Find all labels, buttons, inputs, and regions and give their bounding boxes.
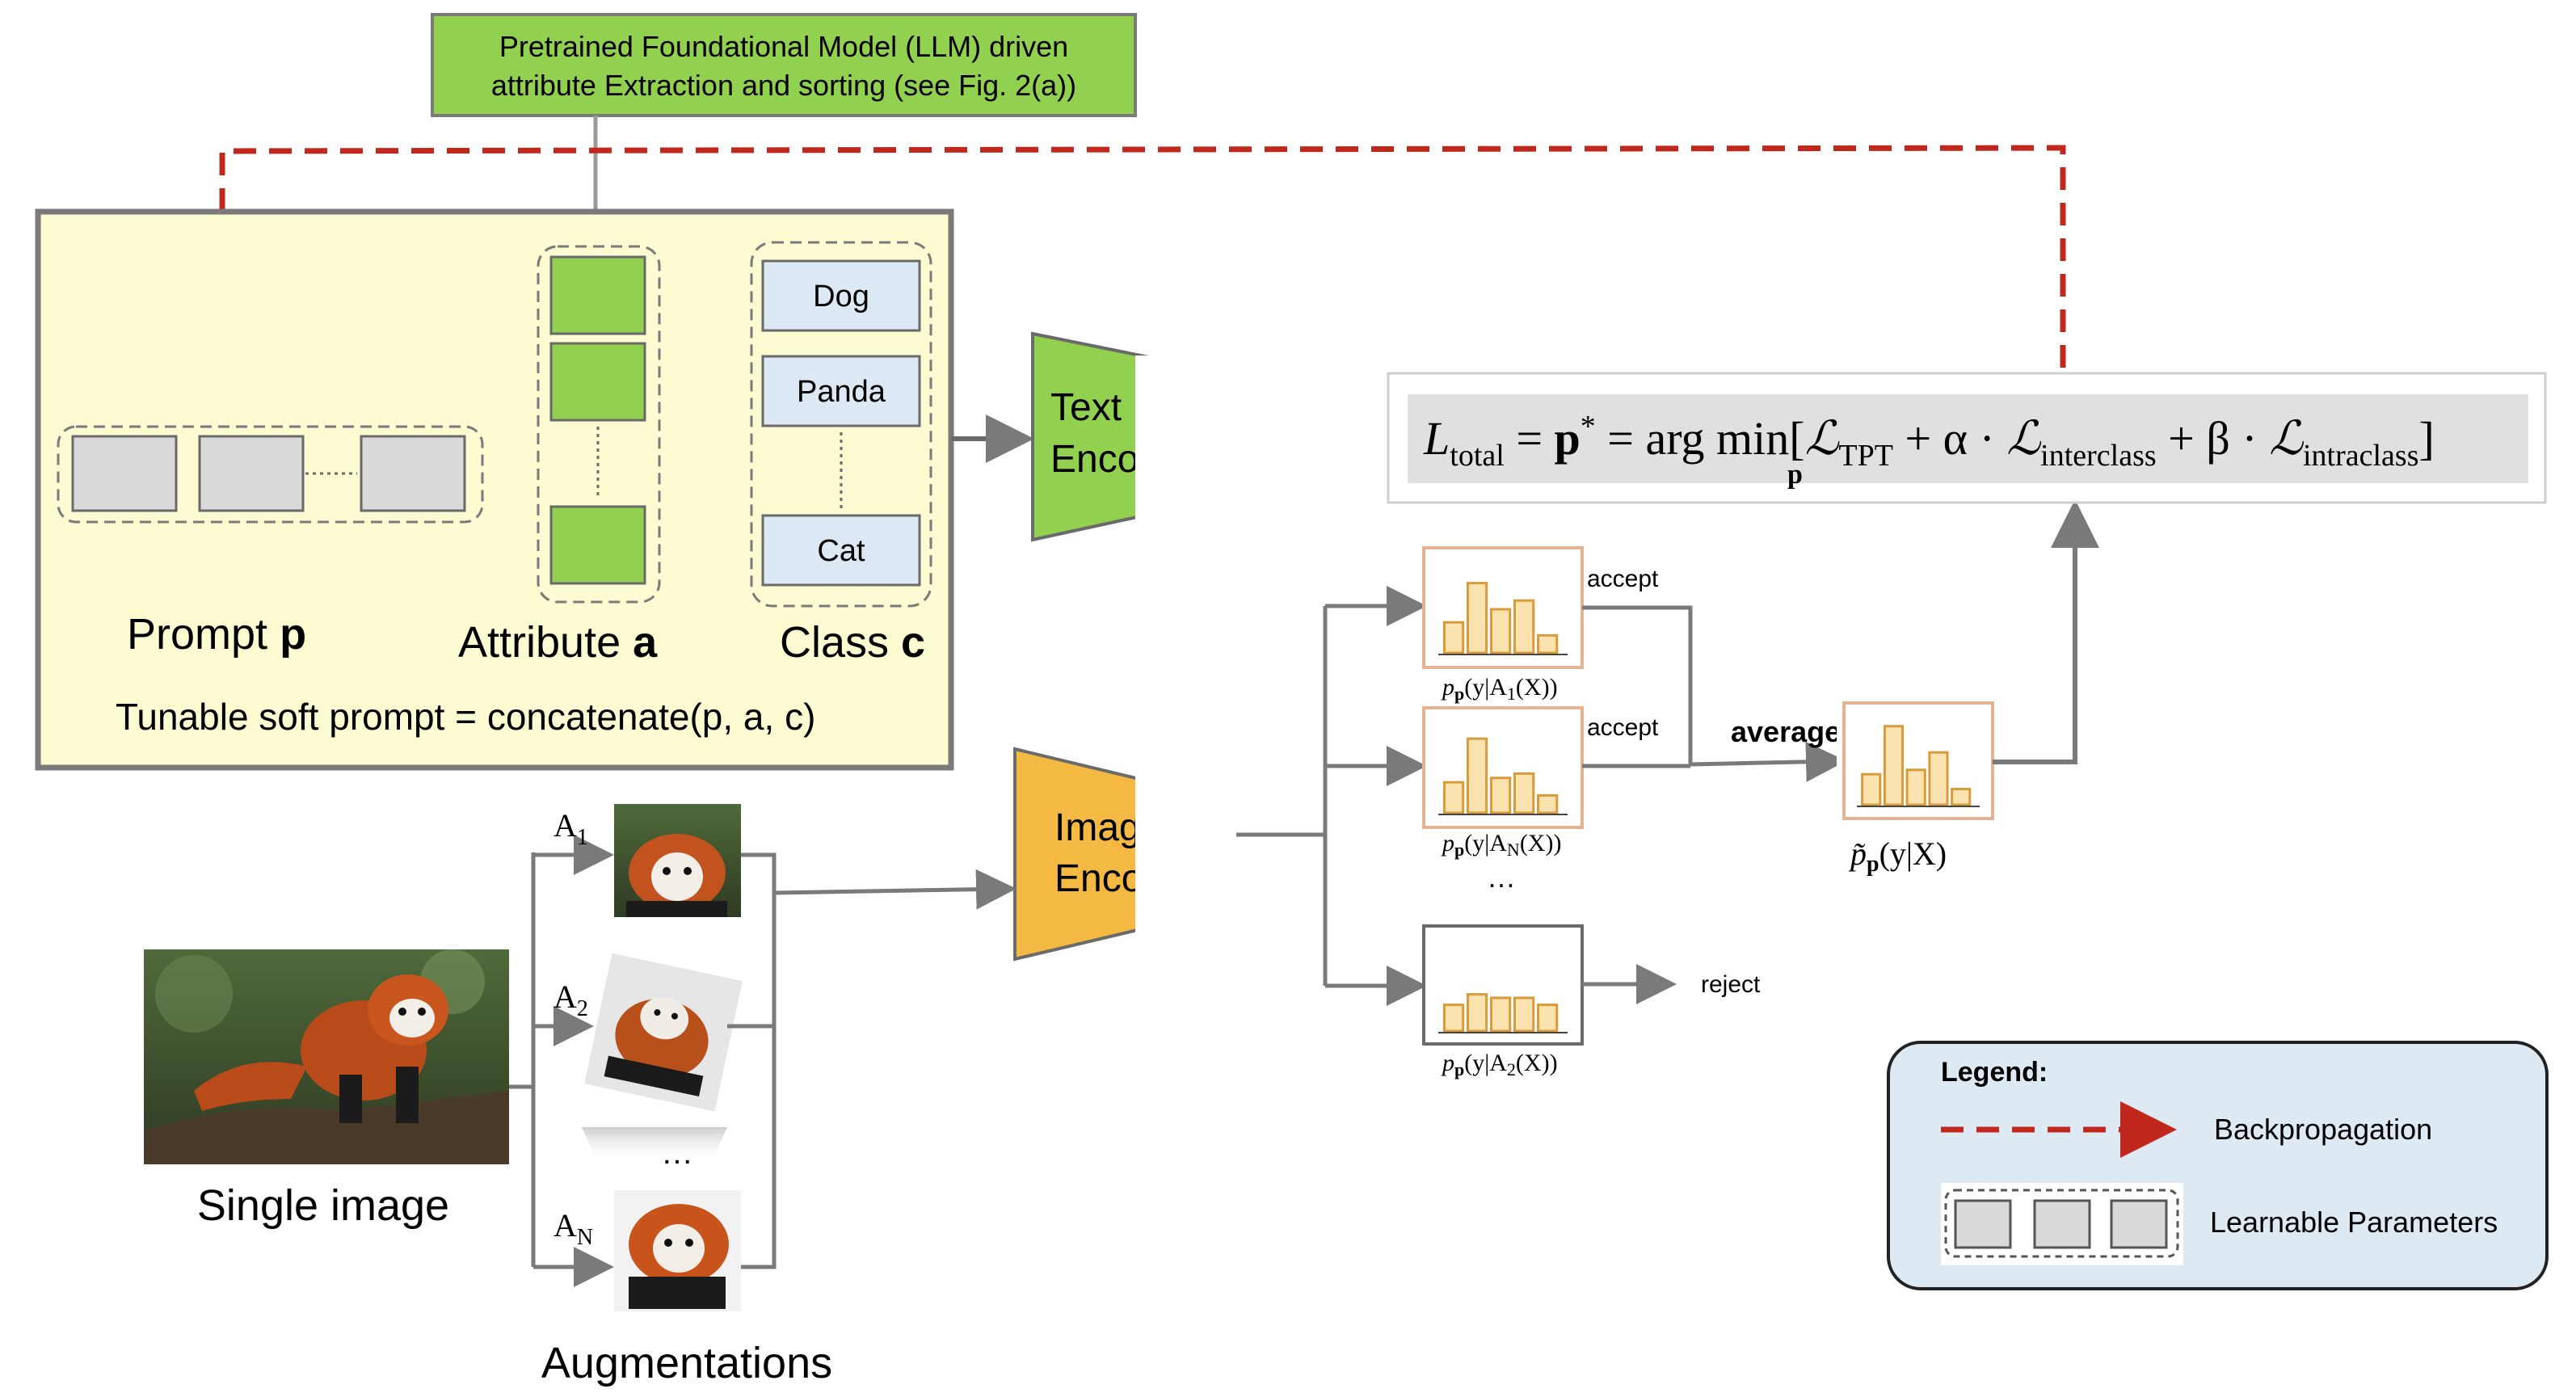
- histogram-a1-label: pp(y|A1(X)): [1441, 674, 1558, 704]
- class-token-panda-label: Panda: [797, 375, 886, 409]
- attribute-token-group: [537, 245, 661, 604]
- histogram-a2-bar-1: [1442, 1004, 1465, 1033]
- augmentations-to-image-encoder-arrow: [773, 869, 1017, 910]
- histogram-an-label: pp(y|AN(X)): [1441, 830, 1561, 860]
- legend-learnable-label: Learnable Parameters: [2210, 1206, 2498, 1239]
- aug-label-a2: A2: [554, 978, 588, 1021]
- prompt-label: Prompt p: [127, 610, 306, 659]
- backprop-path: [194, 145, 2066, 448]
- aug-label-an: AN: [554, 1207, 593, 1250]
- loss-argmin-sub: p: [1787, 460, 1803, 490]
- histogram-a2: pp(y|A2(X)): [1422, 924, 1584, 1079]
- attribute-token-1[interactable]: [549, 255, 646, 335]
- text-encoder-line1: Text: [1050, 386, 1122, 429]
- soft-prompt-caption: Tunable soft prompt = concatenate(p, a, …: [116, 696, 815, 738]
- single-image-caption: Single image: [197, 1181, 449, 1230]
- histogram-a1: pp(y|A1(X)): [1422, 546, 1584, 704]
- average-to-loss-arrow: [1993, 499, 2099, 764]
- attribute-label: Attribute a: [458, 618, 658, 667]
- llm-box: Pretrained Foundational Model (LLM) driv…: [431, 13, 1137, 117]
- single-image: [144, 949, 509, 1164]
- class-label: Class c: [780, 618, 925, 667]
- prompt-token-2[interactable]: [198, 435, 305, 512]
- histogram-average: p̃p(y|X): [1842, 701, 1994, 877]
- aug-label-a1: A1: [554, 807, 588, 850]
- augmented-image-a1: [614, 804, 741, 917]
- histogram-average-bar-3: [1905, 768, 1926, 806]
- branch-lines: [1236, 606, 1328, 986]
- class-token-dog-label: Dog: [813, 280, 869, 314]
- llm-box-line1: Pretrained Foundational Model (LLM) driv…: [499, 30, 1068, 63]
- legend-backprop-label: Backpropagation: [2214, 1113, 2432, 1146]
- reject-label: reject: [1701, 971, 1761, 998]
- histogram-a1-bar-5: [1537, 633, 1559, 654]
- legend-title: Legend:: [1941, 1057, 2048, 1088]
- histogram-average-bar-2: [1883, 725, 1905, 806]
- average-arrow: [1690, 741, 1846, 782]
- average-label: average: [1731, 715, 1841, 748]
- histogram-average-label: p̃p(y|X): [1848, 835, 1947, 877]
- augmented-image-an: [614, 1190, 741, 1311]
- histogram-a1-bar-4: [1513, 599, 1535, 654]
- augmentation-merge-lines: [727, 852, 777, 1269]
- histogram-a2-bar-4: [1513, 996, 1535, 1033]
- class-token-panda[interactable]: [761, 355, 921, 427]
- loss-equation: Ltotal = p* = arg min[ℒTPT + α · ℒinterc…: [1423, 410, 2435, 473]
- attribute-token-2[interactable]: [549, 342, 646, 422]
- histogram-an-bar-5: [1537, 793, 1559, 814]
- prompt-token-group: [57, 425, 484, 524]
- loss-box: Ltotal = p* = arg min[ℒTPT + α · ℒinterc…: [1387, 372, 2547, 504]
- class-token-cat[interactable]: [761, 514, 921, 587]
- histogram-an-bar-2: [1466, 737, 1488, 814]
- histogram-a2-label: pp(y|A2(X)): [1441, 1050, 1558, 1079]
- histogram-a2-bar-3: [1489, 996, 1512, 1033]
- prompt-token-n[interactable]: [360, 435, 466, 512]
- augmented-image-a2: [584, 953, 743, 1112]
- attribute-token-n[interactable]: [549, 505, 646, 585]
- llm-box-line2: attribute Extraction and sorting (see Fi…: [491, 69, 1076, 102]
- histogram-an-bar-4: [1513, 772, 1535, 814]
- accept-label-1: accept: [1587, 566, 1659, 592]
- histogram-an-bar-1: [1442, 781, 1465, 814]
- histogram-a2-bar-5: [1537, 1004, 1559, 1033]
- histogram-dots: …: [1487, 861, 1516, 894]
- histogram-average-bar-4: [1928, 751, 1949, 806]
- accept-label-2: accept: [1587, 714, 1659, 741]
- prompt-panel: Dog Panda Cat Prompt p Attribute a Class…: [35, 208, 954, 771]
- legend-learnable-icon: [1944, 1189, 2179, 1258]
- class-token-dog[interactable]: [761, 259, 921, 332]
- histogram-a2-bar-2: [1466, 993, 1488, 1033]
- histogram-average-bar-1: [1861, 772, 1882, 806]
- histogram-a1-bar-2: [1466, 582, 1488, 654]
- histogram-average-bar-5: [1951, 788, 1972, 806]
- augmentations-caption: Augmentations: [541, 1339, 832, 1387]
- histogram-a1-bar-3: [1489, 608, 1512, 654]
- histogram-an: pp(y|AN(X)): [1422, 706, 1584, 860]
- legend: Legend: Backpropagation Learnable Parame…: [1887, 1041, 2549, 1290]
- prompt-token-1[interactable]: [71, 435, 178, 512]
- class-token-cat-label: Cat: [817, 534, 865, 568]
- class-token-group: [750, 241, 932, 608]
- histogram-a1-bar-1: [1442, 621, 1465, 654]
- histogram-an-bar-3: [1489, 776, 1512, 814]
